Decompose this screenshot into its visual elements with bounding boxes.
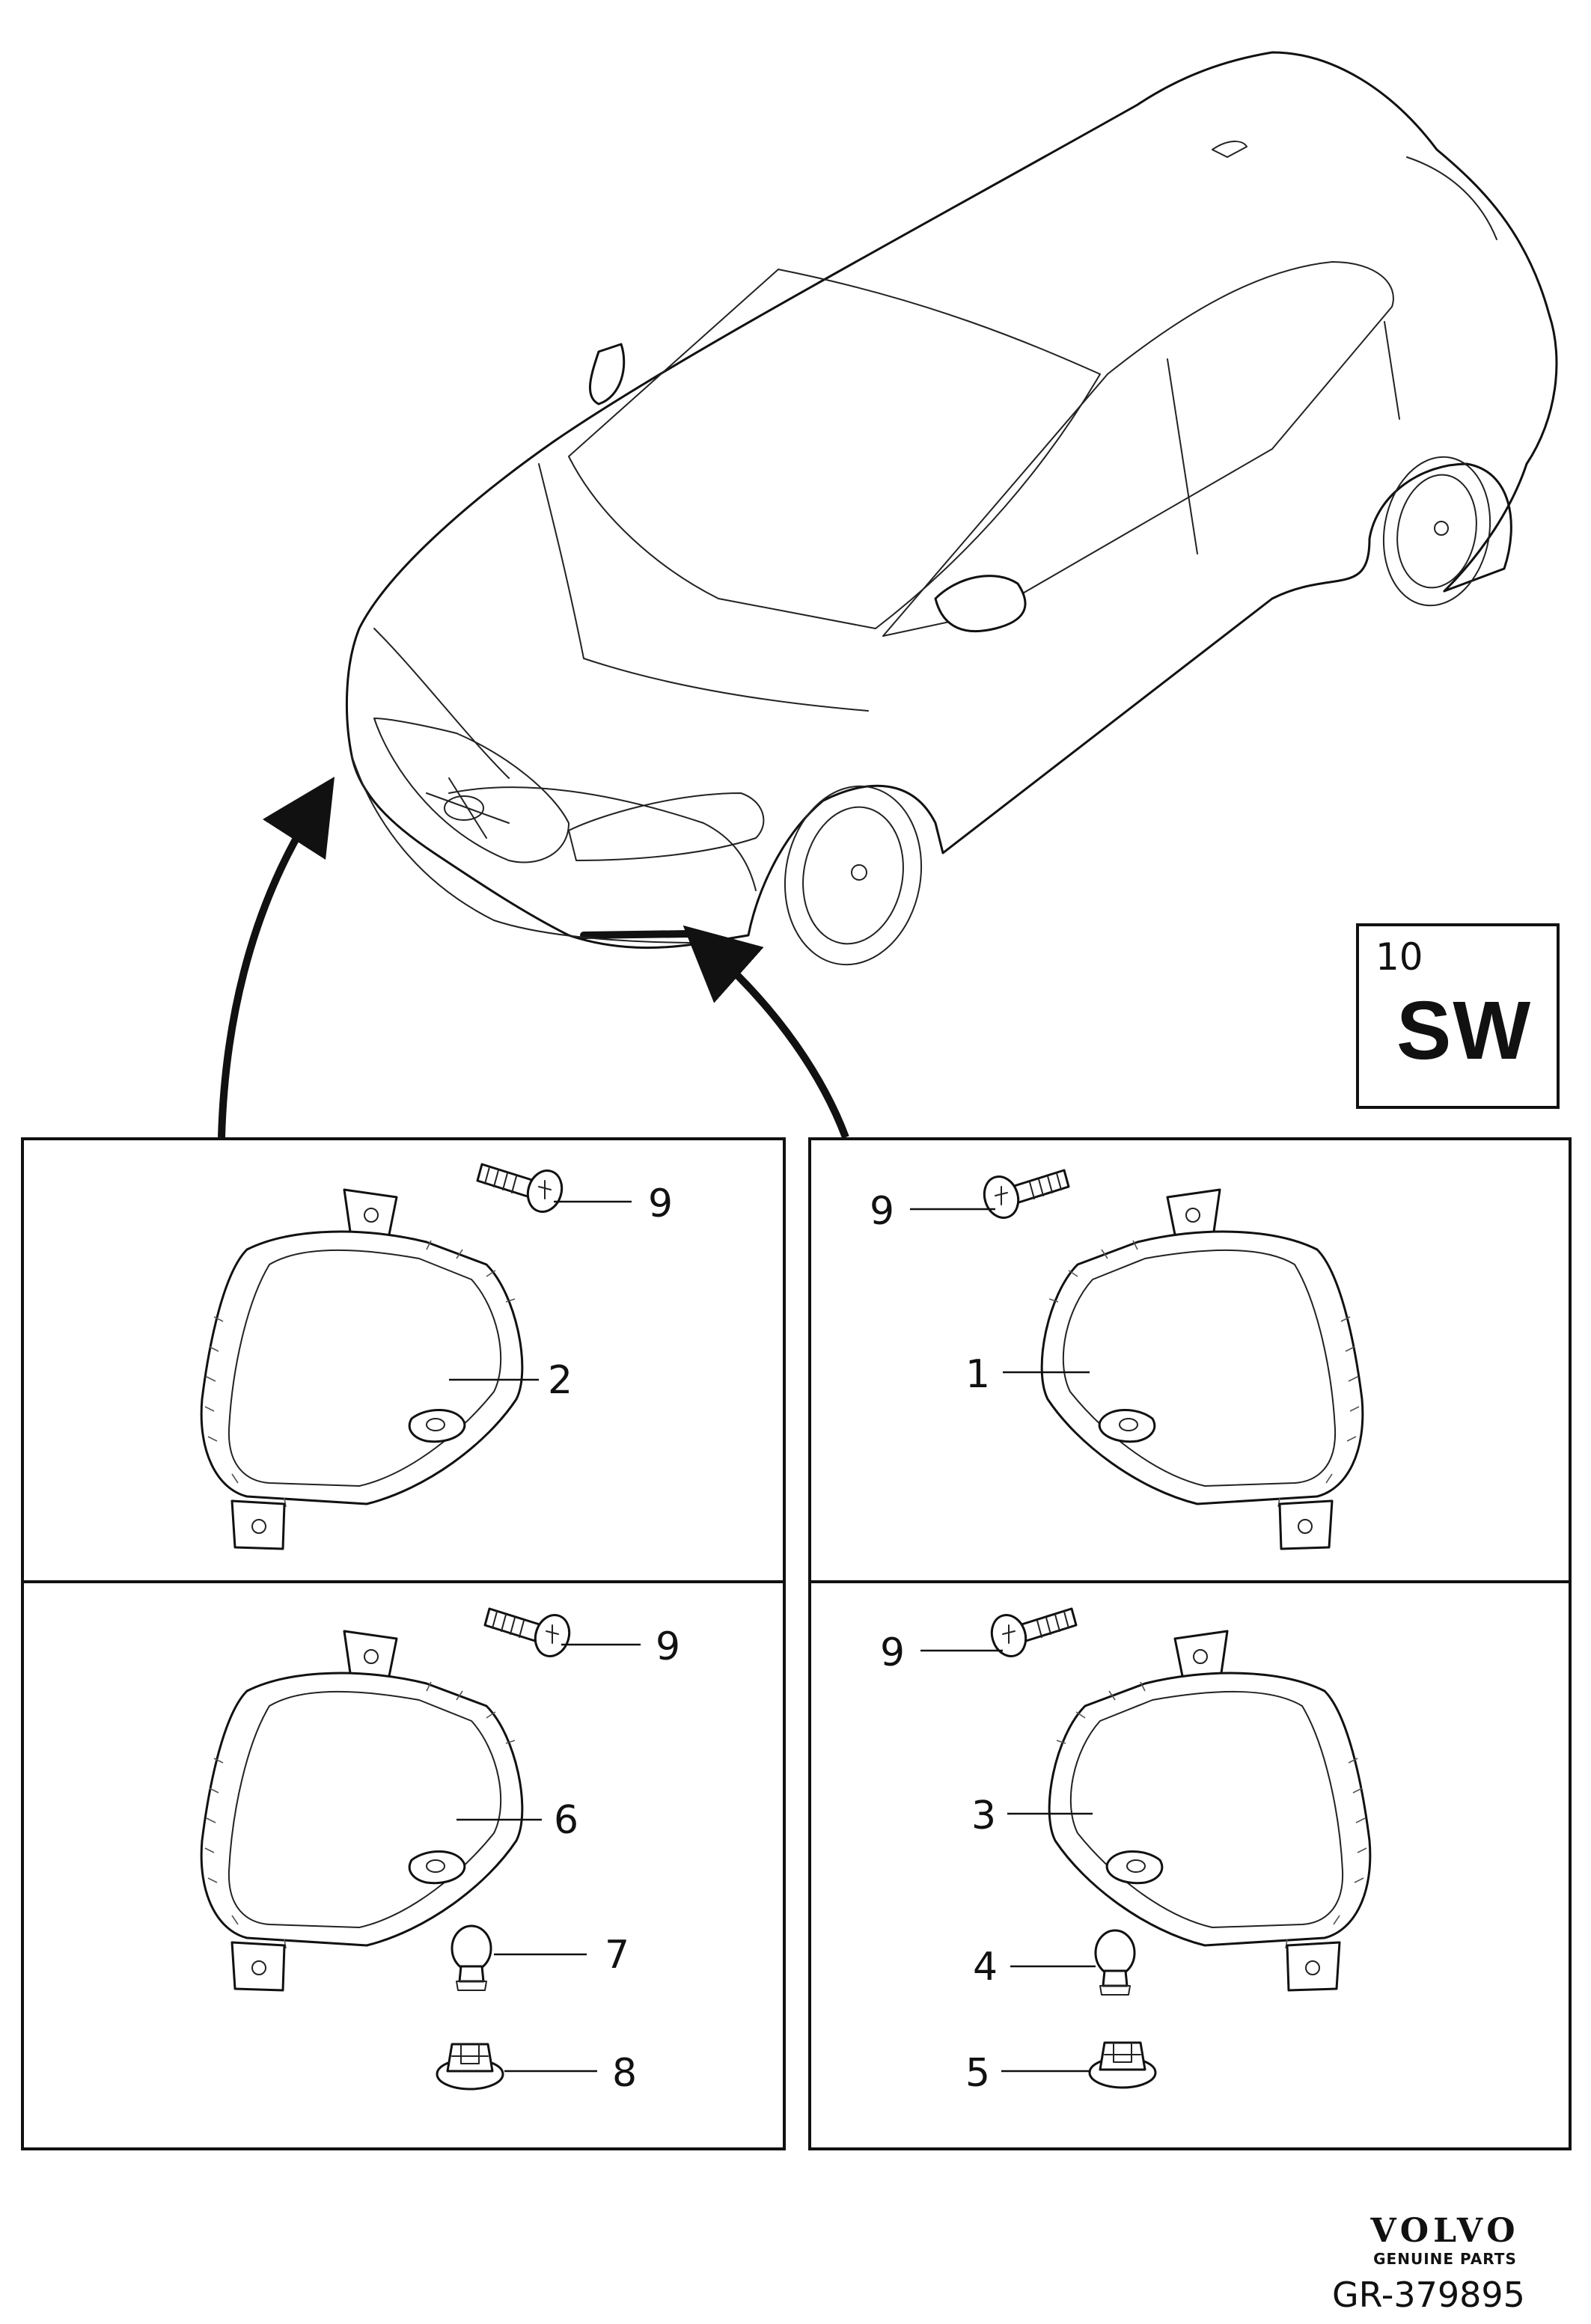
figure-id: GR-379895 — [1332, 2275, 1525, 2315]
panel-bottom-left — [21, 1580, 786, 2150]
lamp-2 — [200, 1188, 524, 1550]
callout-7: 7 — [605, 1933, 629, 1978]
bulb-7 — [451, 1924, 492, 1992]
callout-2: 2 — [548, 1358, 572, 1403]
arrow-left-drl — [218, 776, 335, 1138]
group-number: 10 — [1375, 935, 1423, 979]
holder-5 — [1088, 2041, 1157, 2089]
panel-top-left-parts — [200, 1163, 632, 1550]
callout-8: 8 — [612, 2051, 637, 2096]
screw-9-bl — [483, 1607, 576, 1662]
vehicle-illustration — [345, 51, 1558, 966]
arrow-right-drl — [682, 925, 849, 1139]
screw-9-tl — [476, 1163, 569, 1217]
callout-9-tl: 9 — [648, 1181, 673, 1226]
panel-bottom-left-parts — [200, 1607, 641, 2091]
bulb-4 — [1094, 1929, 1136, 1996]
panel-bottom-right-parts — [920, 1607, 1372, 2089]
brand-logo: VOLVO GENUINE PARTS — [1352, 2212, 1539, 2268]
callout-9-tr: 9 — [870, 1189, 894, 1234]
callout-6: 6 — [554, 1798, 578, 1843]
callout-9-bl: 9 — [656, 1624, 680, 1669]
lamp-3 — [1048, 1630, 1372, 1992]
group-code-box: 10 SW — [1356, 923, 1560, 1109]
brand-name: VOLVO — [1370, 2212, 1520, 2250]
callout-5: 5 — [965, 2051, 990, 2096]
lamp-1 — [1040, 1188, 1364, 1550]
holder-8 — [436, 2043, 504, 2091]
callout-1: 1 — [965, 1352, 990, 1397]
callout-9-br: 9 — [880, 1630, 905, 1675]
callout-3: 3 — [971, 1794, 996, 1838]
group-code: SW — [1396, 985, 1533, 1077]
panel-top-right-parts — [910, 1169, 1364, 1550]
panel-bottom-right — [808, 1580, 1572, 2150]
callout-4: 4 — [973, 1945, 998, 1990]
brand-tagline: GENUINE PARTS — [1373, 2250, 1517, 2268]
